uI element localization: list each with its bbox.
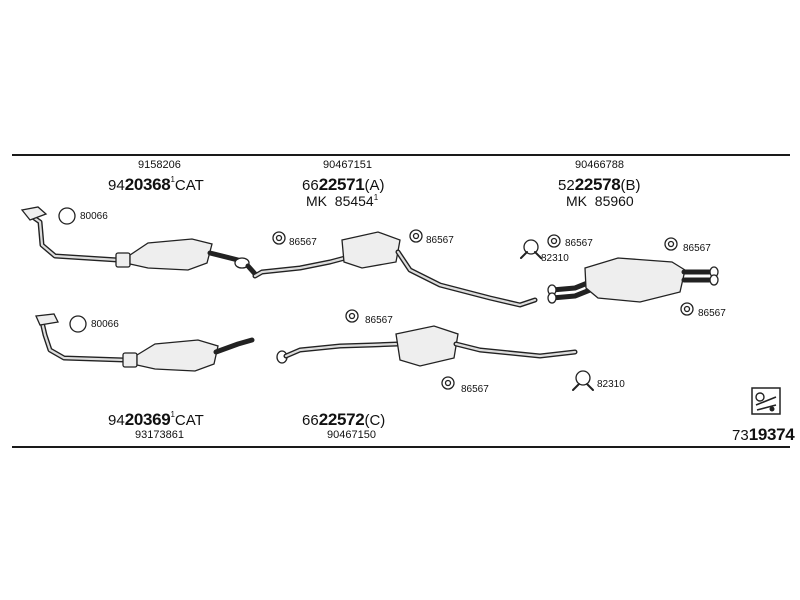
clamp-label-1: 86567 xyxy=(289,237,317,248)
clamp-icon xyxy=(680,302,694,316)
ref-number-bottom-left: 93173861 xyxy=(135,429,184,441)
catalytic-converter-top xyxy=(115,238,259,278)
part-number-top-center: 6622571(A) xyxy=(302,175,385,194)
middle-silencer-c xyxy=(276,325,578,367)
clamp-label-7: 86567 xyxy=(461,384,489,395)
bracket-label-2: 82310 xyxy=(597,379,625,390)
mk-number-top-right: MK 85960 xyxy=(566,193,634,209)
gasket-label-bottom: 80066 xyxy=(91,319,119,330)
ref-number-top-left: 9158206 xyxy=(138,159,181,171)
ref-number-bottom-center: 90467150 xyxy=(327,429,376,441)
bracket-label-1: 82310 xyxy=(541,253,569,264)
catalytic-converter-bottom xyxy=(122,337,255,372)
bracket-icon xyxy=(520,239,542,259)
clamp-icon xyxy=(441,376,455,390)
clamp-icon xyxy=(345,309,359,323)
part-number-top-left: 94203681CAT xyxy=(108,175,204,194)
ref-number-top-right: 90466788 xyxy=(575,159,624,171)
gasket-label-top: 80066 xyxy=(80,211,108,222)
clamp-label-6: 86567 xyxy=(365,315,393,326)
front-pipe-top xyxy=(20,206,121,263)
top-divider-line xyxy=(12,154,790,156)
clamp-label-5: 86567 xyxy=(698,308,726,319)
mounting-kit-icon xyxy=(751,387,781,415)
clamp-label-4: 86567 xyxy=(683,243,711,254)
rear-silencer-b xyxy=(547,257,719,304)
clamp-label-3: 86567 xyxy=(565,238,593,249)
ref-number-top-center: 90467151 xyxy=(323,159,372,171)
clamp-label-2: 86567 xyxy=(426,235,454,246)
middle-silencer-a xyxy=(252,231,538,308)
clamp-icon xyxy=(664,237,678,251)
clamp-icon xyxy=(409,229,423,243)
gasket-ring-icon xyxy=(69,315,87,333)
part-number-bottom-center: 6622572(C) xyxy=(302,410,386,429)
bottom-divider-line xyxy=(12,446,790,448)
clamp-icon xyxy=(547,234,561,248)
part-number-bottom-left: 94203691CAT xyxy=(108,410,204,429)
gasket-ring-icon xyxy=(58,207,76,225)
kit-number: 7319374 xyxy=(732,425,795,444)
clamp-icon xyxy=(272,231,286,245)
bracket-icon xyxy=(572,370,594,391)
part-number-top-right: 5222578(B) xyxy=(558,175,641,194)
front-pipe-bottom xyxy=(35,313,128,363)
mk-number-top-center: MK 854541 xyxy=(306,193,379,209)
